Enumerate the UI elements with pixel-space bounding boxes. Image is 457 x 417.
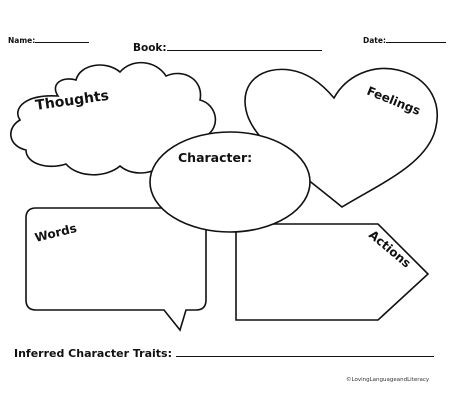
inferred-traits-field[interactable]: Inferred Character Traits: (14, 348, 434, 359)
inferred-traits-blank-line[interactable] (175, 355, 434, 357)
date-blank-line[interactable] (385, 41, 446, 43)
words-speech-bubble[interactable]: Words (25, 207, 207, 332)
actions-arrow[interactable]: Actions (235, 223, 430, 321)
character-oval-outline (149, 131, 311, 233)
copyright-notice: ©LovingLanguageandLiteracy (346, 377, 430, 383)
name-blank-line[interactable] (35, 41, 90, 43)
name-field[interactable]: Name: (8, 36, 90, 45)
thoughts-cloud[interactable]: Thoughts (10, 61, 217, 176)
character-oval[interactable]: Character: (149, 131, 311, 233)
feelings-heart-outline (244, 67, 438, 208)
book-blank-line[interactable] (166, 49, 322, 51)
inferred-traits-label: Inferred Character Traits: (14, 347, 172, 360)
book-label: Book: (133, 42, 167, 54)
book-field[interactable]: Book: (133, 43, 322, 54)
date-field[interactable]: Date: (363, 37, 446, 45)
actions-arrow-outline (235, 223, 430, 321)
character-label: Character: (178, 150, 252, 165)
name-label: Name: (8, 36, 36, 45)
feelings-heart[interactable]: Feelings (244, 67, 438, 208)
date-label: Date: (363, 36, 386, 45)
